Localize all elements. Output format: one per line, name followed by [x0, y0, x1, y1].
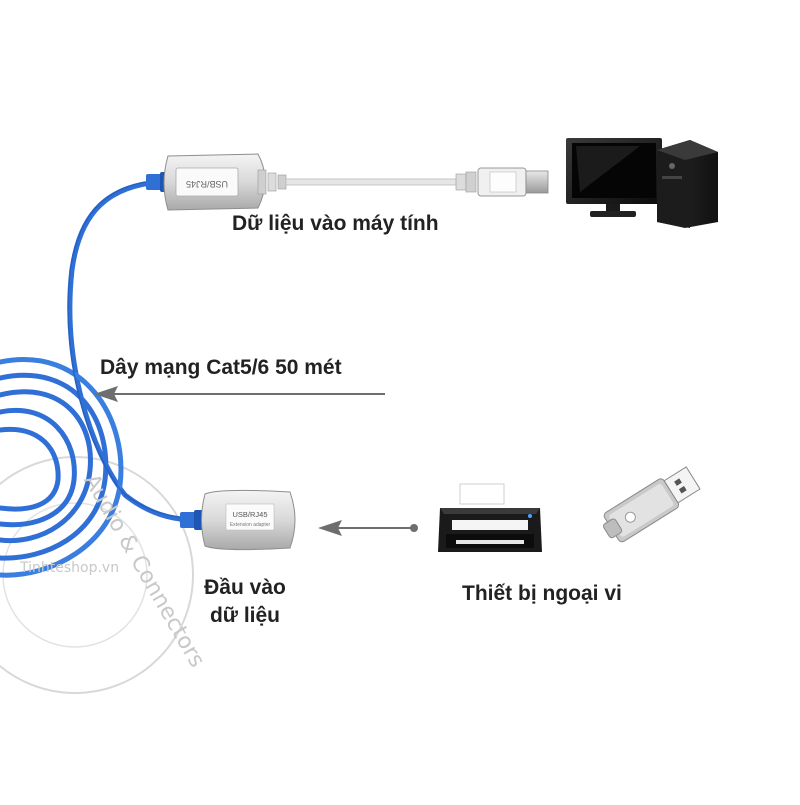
network-cable — [0, 179, 198, 578]
peripheral-arrow — [318, 520, 418, 536]
top-adapter: USB/RJ45 — [146, 153, 287, 211]
data-input-line2: dữ liệu — [209, 604, 281, 627]
watermark-site: Tinhteshop.vn — [20, 560, 120, 576]
computer-icon — [566, 138, 718, 228]
usb-cable — [285, 167, 549, 197]
printer-icon — [438, 483, 542, 552]
top-adapter-print: USB/RJ45 — [186, 179, 228, 189]
network-arrow — [94, 386, 385, 402]
usb-drive-icon — [603, 466, 701, 543]
bottom-adapter-print-line1: USB/RJ45 — [232, 510, 267, 519]
bottom-adapter-print-line2: Extension adapter — [230, 522, 271, 528]
peripherals-label: Thiết bị ngoại vi — [462, 582, 622, 605]
data-input-line1: Đầu vào — [204, 576, 286, 599]
network-cable-label: Dây mạng Cat5/6 50 mét — [100, 356, 342, 379]
data-input-label: Đầu vào dữ liệu — [190, 574, 300, 630]
bottom-adapter: USB/RJ45 Extension adapter — [180, 489, 296, 551]
computer-data-label: Dữ liệu vào máy tính — [232, 212, 439, 235]
